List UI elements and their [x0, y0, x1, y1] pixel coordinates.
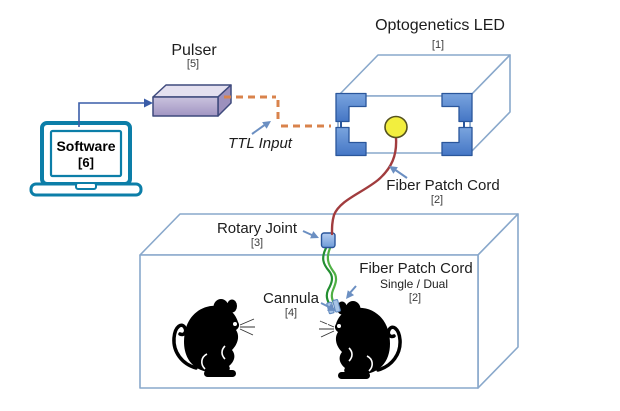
- fiber-patch-cord-top-label: Fiber Patch Cord: [386, 177, 500, 194]
- software-label-line2: [6]: [78, 154, 94, 170]
- optogenetics-led-ref: [1]: [431, 39, 445, 51]
- led-corner-brackets: [335, 92, 473, 157]
- rotary-joint-box: [320, 232, 336, 249]
- cannula-label: Cannula: [263, 290, 319, 307]
- fiber-patch-cord-top-arrow: [389, 166, 408, 179]
- software-label: Software [6]: [51, 131, 121, 176]
- fiber-patch-cord-green: [322, 246, 340, 311]
- pulser-ref: [5]: [186, 58, 200, 70]
- ttl-input-arrow: [251, 121, 271, 135]
- rotary-joint-label: Rotary Joint: [216, 220, 298, 237]
- cannula-ref: [4]: [284, 307, 298, 319]
- rotary-joint-ref: [3]: [250, 237, 264, 249]
- software-label-line1: Software: [56, 137, 116, 154]
- ttl-input-label: TTL Input: [228, 135, 292, 152]
- pulser-box: [152, 84, 232, 117]
- laptop-icon: [29, 121, 143, 197]
- fiber-patch-cord-red: [330, 136, 398, 236]
- led-indicator: [385, 116, 407, 138]
- fiber-patch-cord-bottom-subtitle: Single / Dual: [379, 277, 449, 291]
- software-to-pulser-arrow: [78, 98, 153, 127]
- fiber-patch-cord-top-ref: [2]: [430, 194, 444, 206]
- led-indicator-outline: [384, 115, 408, 139]
- fiber-patch-cord-bottom-ref: [2]: [408, 292, 422, 304]
- fiber-patch-cord-bottom-label: Fiber Patch Cord: [359, 260, 473, 277]
- ttl-dashed-line: [224, 95, 331, 128]
- cannula-arrow: [320, 302, 336, 311]
- fiber-patch-cord-bottom-arrow: [346, 285, 357, 299]
- rotary-joint-arrow: [302, 230, 319, 239]
- optogenetics-led-label: Optogenetics LED: [375, 17, 505, 34]
- pulser-label: Pulser: [171, 42, 217, 59]
